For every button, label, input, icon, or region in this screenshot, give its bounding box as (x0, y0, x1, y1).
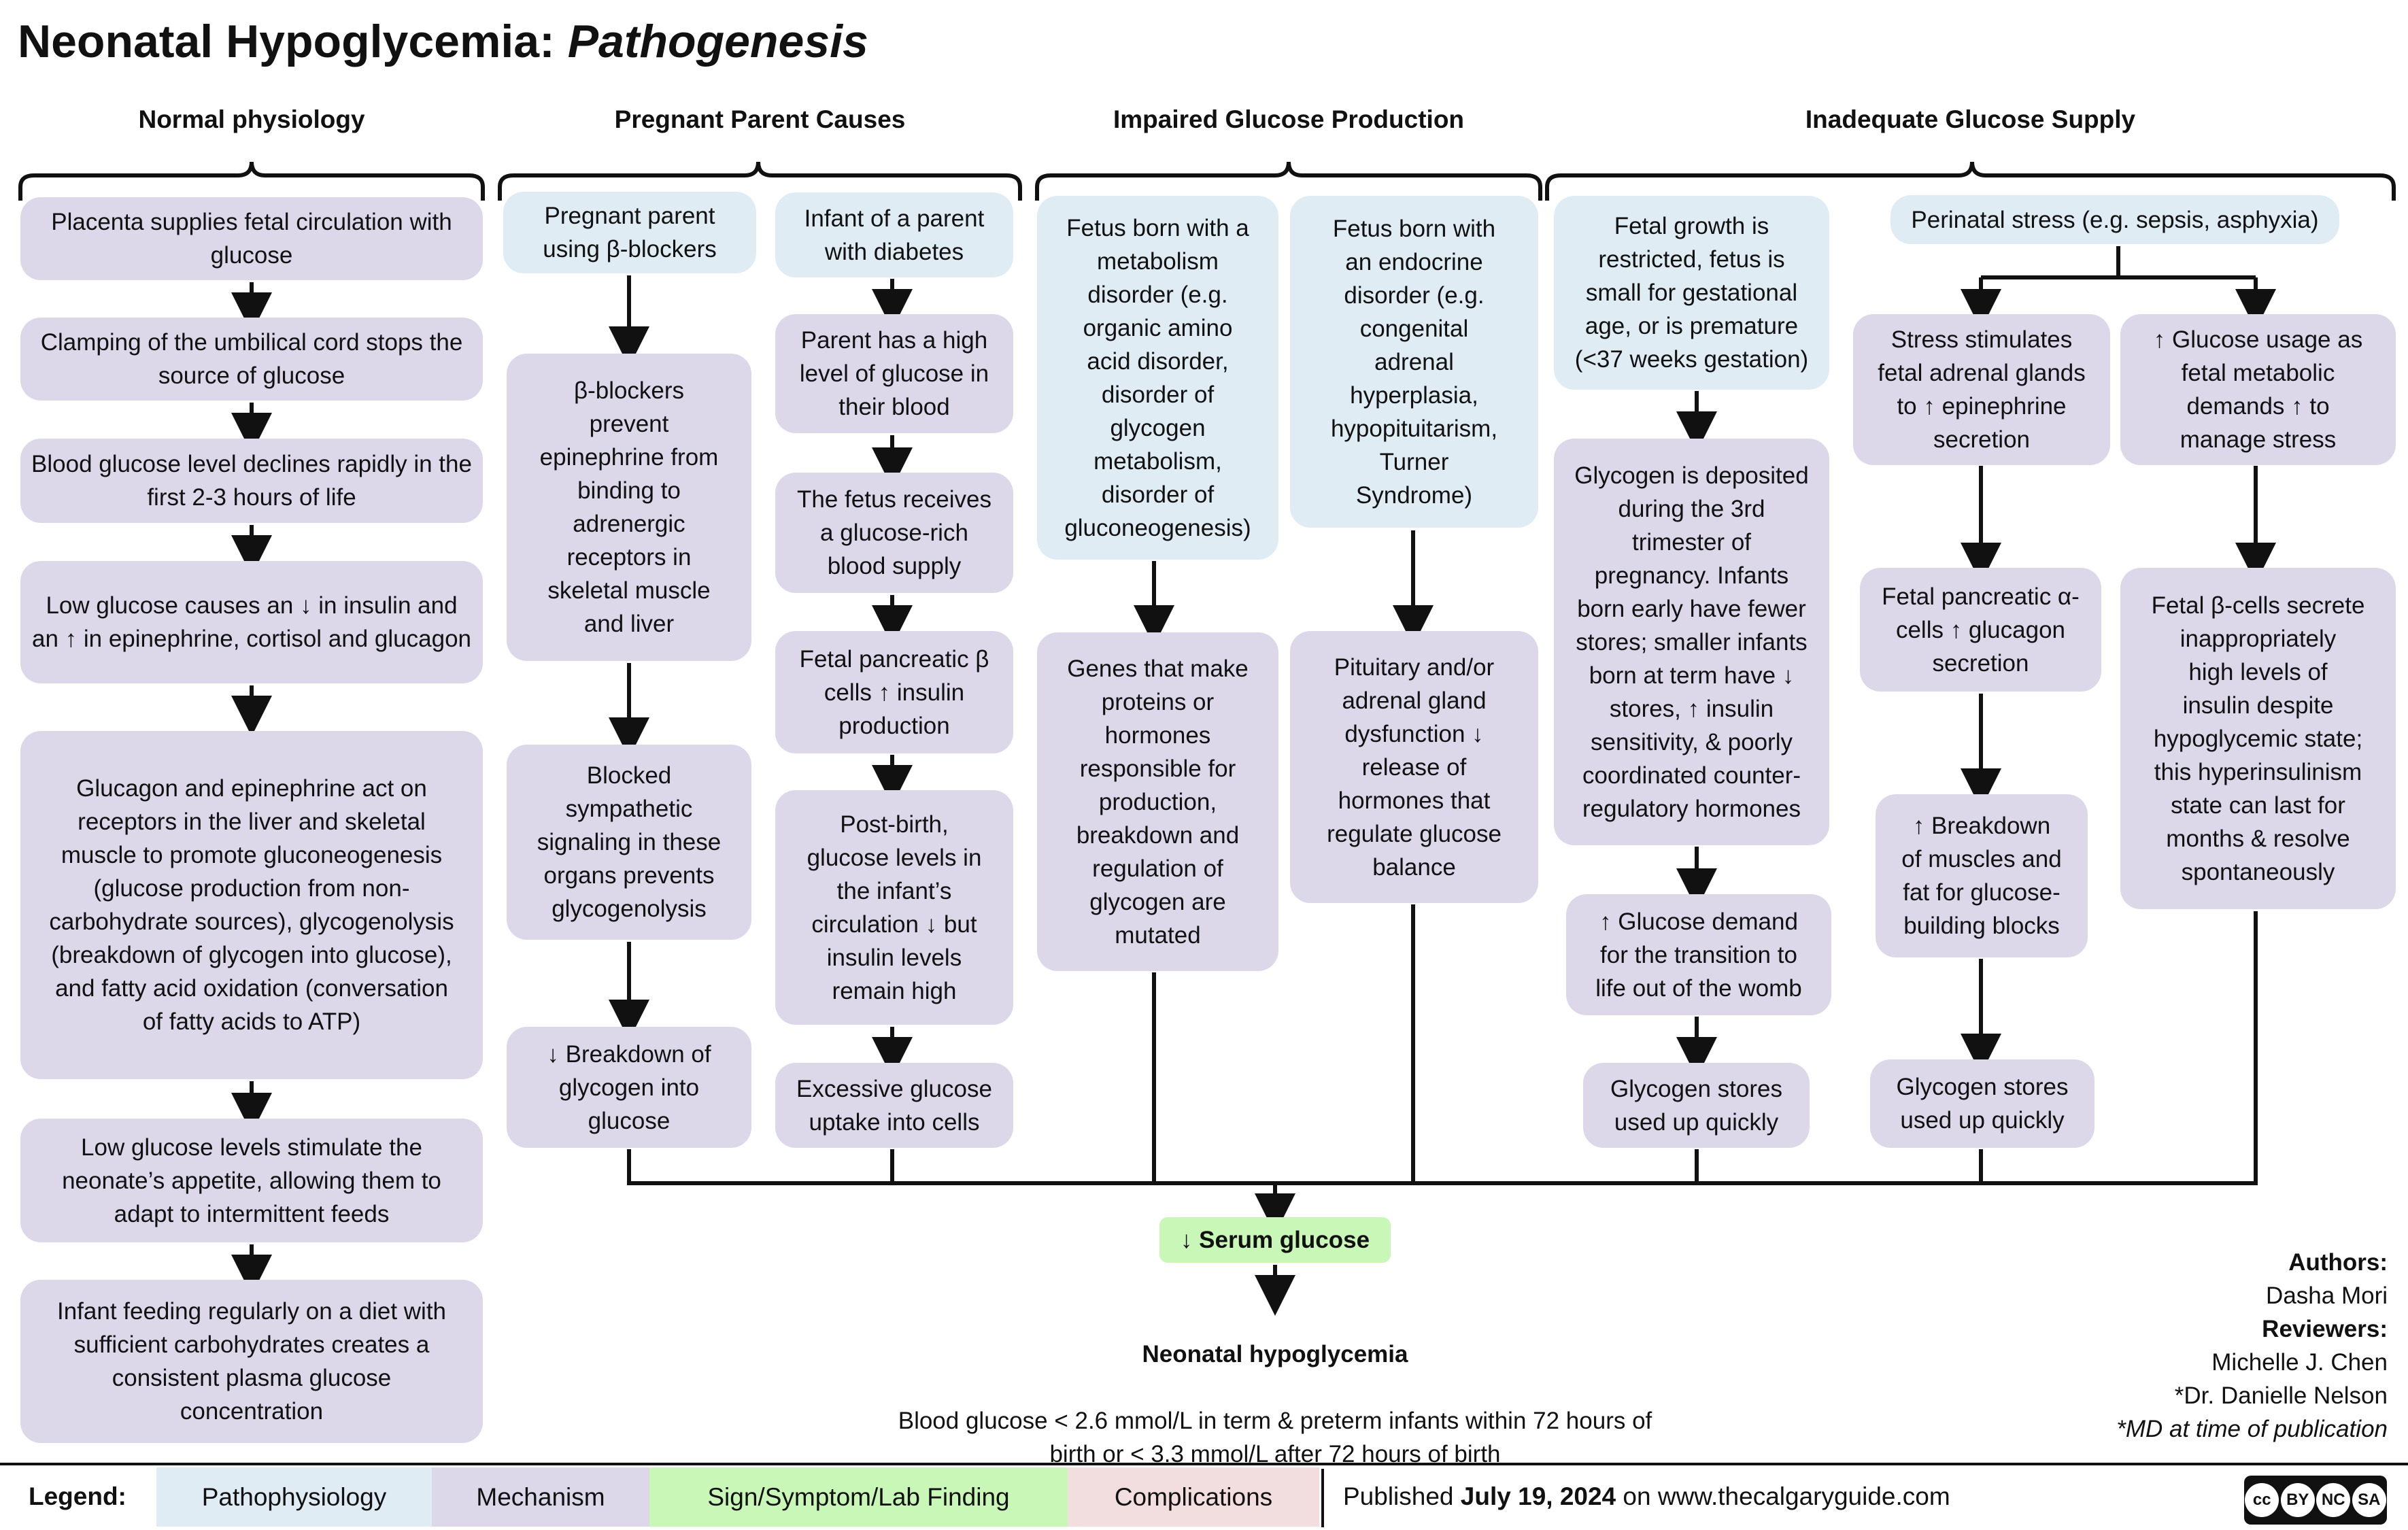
outcome-definition: Blood glucose < 2.6 mmol/L in term & pre… (898, 1408, 1652, 1467)
legend-mechanism: Mechanism (432, 1467, 649, 1527)
stress-right-1: ↑ Glucose usage as fetal metabolic deman… (2120, 314, 2396, 465)
reviewer-2: *Dr. Danielle Nelson (2174, 1382, 2388, 1409)
reviewers-label: Reviewers: (2262, 1316, 2388, 1342)
metabolism-step-2: Genes that make proteins or hormones res… (1037, 632, 1278, 971)
column-title-impaired: Impaired Glucose Production (1113, 105, 1465, 133)
reviewer-1: Michelle J. Chen (2211, 1349, 2388, 1376)
cc-by-icon: BY (2280, 1483, 2315, 1517)
stress-left-3: ↑ Breakdown of muscles and fat for gluco… (1876, 794, 2088, 957)
author-name: Dasha Mori (2266, 1282, 2388, 1309)
stress-left-4: Glycogen stores used up quickly (1870, 1059, 2095, 1148)
diabetes-step-6: Excessive glucose uptake into cells (775, 1063, 1013, 1148)
bus-line (627, 911, 2258, 1185)
authors-label: Authors: (2288, 1249, 2388, 1276)
endocrine-step-2: Pituitary and/or adrenal gland dysfuncti… (1290, 631, 1538, 903)
cc-nc-icon: NC (2316, 1483, 2351, 1517)
outcome-block: Neonatal hypoglycemia Blood glucose < 2.… (796, 1304, 1754, 1504)
brace-parent (498, 161, 1022, 201)
brace-inadequate (1545, 161, 2396, 201)
normal-step-6: Low glucose levels stimulate the neonate… (20, 1119, 483, 1242)
legend-pathophysiology: Pathophysiology (156, 1467, 432, 1527)
normal-step-4: Low glucose causes an ↓ in insulin and a… (20, 561, 483, 683)
cc-license-icon: cc BY NC SA (2244, 1476, 2387, 1525)
growth-step-3: ↑ Glucose demand for the transition to l… (1566, 894, 1831, 1015)
stress-top: Perinatal stress (e.g. sepsis, asphyxia) (1890, 195, 2339, 244)
betablock-step-2: β-blockers prevent epinephrine from bind… (507, 354, 751, 661)
stress-left-2: Fetal pancreatic α- cells ↑ glucagon sec… (1860, 568, 2101, 692)
growth-step-2: Glycogen is deposited during the 3rd tri… (1554, 439, 1829, 845)
legend-label: Legend: (29, 1482, 126, 1510)
brace-normal (18, 161, 485, 201)
diabetes-step-5: Post-birth, glucose levels in the infant… (775, 790, 1013, 1025)
normal-step-7: Infant feeding regularly on a diet with … (20, 1280, 483, 1443)
cc-icon: cc (2245, 1483, 2279, 1517)
growth-step-4: Glycogen stores used up quickly (1583, 1063, 1810, 1148)
growth-step-1: Fetal growth is restricted, fetus is sma… (1554, 196, 1829, 390)
page-subtitle: Pathogenesis (567, 16, 868, 67)
column-title-parent: Pregnant Parent Causes (614, 105, 906, 133)
diabetes-step-3: The fetus receives a glucose-rich blood … (775, 473, 1013, 593)
diabetes-step-4: Fetal pancreatic β cells ↑ insulin produ… (775, 631, 1013, 753)
diabetes-step-2: Parent has a high level of glucose in th… (775, 314, 1013, 433)
outcome-title: Neonatal hypoglycemia (1142, 1341, 1408, 1367)
metabolism-step-1: Fetus born with a metabolism disorder (e… (1037, 196, 1278, 560)
normal-step-3: Blood glucose level declines rapidly in … (20, 439, 483, 523)
cc-sa-icon: SA (2352, 1483, 2386, 1517)
betablock-step-4: ↓ Breakdown of glycogen into glucose (507, 1027, 751, 1148)
brace-impaired (1035, 161, 1542, 201)
column-title-inadequate: Inadequate Glucose Supply (1805, 105, 2136, 133)
legend-sign-symptom: Sign/Symptom/Lab Finding (649, 1467, 1068, 1527)
credits-note: *MD at time of publication (2116, 1416, 2388, 1442)
normal-step-1: Placenta supplies fetal circulation with… (20, 197, 483, 280)
normal-step-2: Clamping of the umbilical cord stops the… (20, 318, 483, 401)
credits: Authors: Dasha Mori Reviewers: Michelle … (2116, 1246, 2388, 1446)
legend-complications: Complications (1068, 1467, 1319, 1527)
stress-left-1: Stress stimulates fetal adrenal glands t… (1853, 314, 2110, 465)
diabetes-step-1: Infant of a parent with diabetes (775, 192, 1013, 277)
endocrine-step-1: Fetus born with an endocrine disorder (e… (1290, 196, 1538, 528)
serum-glucose-finding: ↓ Serum glucose (1159, 1217, 1391, 1263)
published-date: July 19, 2024 (1460, 1482, 1616, 1510)
normal-step-5: Glucagon and epinephrine act on receptor… (20, 731, 483, 1079)
stress-split (1981, 246, 2256, 279)
published-line: Published July 19, 2024 on www.thecalgar… (1343, 1482, 1950, 1510)
column-title-normal: Normal physiology (138, 105, 365, 133)
betablock-step-3: Blocked sympathetic signaling in these o… (507, 745, 751, 940)
betablock-step-1: Pregnant parent using β-blockers (503, 192, 756, 273)
page-title: Neonatal Hypoglycemia: Pathogenesis (18, 16, 868, 67)
stress-right-2: Fetal β-cells secrete inappropriately hi… (2120, 568, 2396, 909)
